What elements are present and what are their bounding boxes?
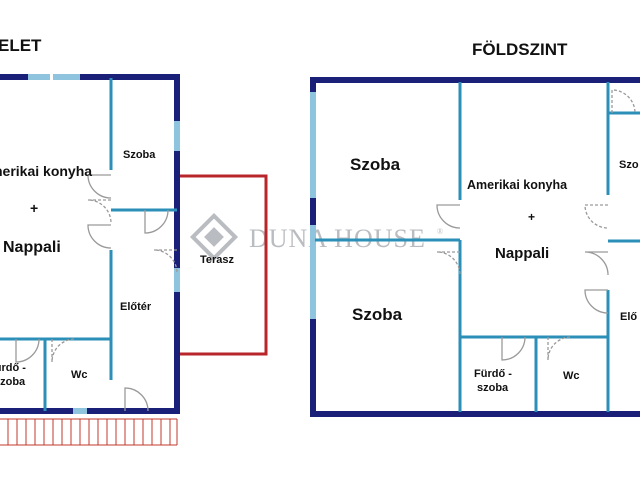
door-swing-icon: [611, 89, 636, 114]
right-floor-plan: Szoba Szoba Amerikai konyha + Nappali Sz…: [310, 77, 640, 417]
room-label-hall-2: Elő: [620, 311, 637, 323]
left-plan-title: ELET: [0, 36, 42, 55]
room-label-bath-1b: szoba: [0, 376, 26, 388]
watermark-registered-mark: ®: [437, 227, 443, 236]
duna-house-watermark: DUNA HOUSE ®: [189, 212, 443, 262]
left-plan-deck-hatching: [0, 418, 178, 446]
diamond-logo-icon: [189, 212, 239, 262]
room-label-room-1: Szoba: [123, 149, 156, 161]
door-swing-icon: [547, 336, 572, 361]
door-swing-icon: [436, 251, 461, 276]
door-swing-icon: [87, 174, 112, 199]
room-label-bath-2b: szoba: [477, 382, 509, 394]
room-label-living-2: Nappali: [495, 245, 549, 262]
room-label-bath-1a: Fürdő -: [0, 362, 26, 374]
room-label-plus-1: +: [30, 200, 38, 216]
room-label-kitchen-2: Amerikai konyha: [467, 178, 568, 192]
room-label-plus-2: +: [528, 210, 535, 224]
room-label-wc-2: Wc: [563, 370, 580, 382]
left-plan-outer-walls: [0, 74, 180, 414]
left-plan-windows: [25, 74, 180, 414]
door-swing-icon: [584, 204, 609, 229]
door-swing-icon: [87, 224, 112, 249]
door-swing-icon: [584, 251, 609, 276]
door-swing-icon: [436, 204, 461, 229]
right-plan-door-swings: [436, 89, 636, 361]
left-plan-door-swings: [15, 174, 178, 412]
room-label-terrace: Terasz: [200, 254, 235, 266]
door-swing-icon: [501, 336, 526, 361]
room-label-room-2a: Szoba: [350, 155, 401, 174]
room-label-living-1: Nappali: [3, 239, 61, 256]
right-plan-windows: [310, 89, 316, 322]
room-label-bath-2a: Fürdő -: [474, 368, 512, 380]
door-swing-icon: [153, 249, 178, 274]
door-swing-icon: [51, 338, 76, 363]
room-label-room-2b: Szoba: [352, 305, 403, 324]
left-plan-interior-walls: [0, 78, 177, 411]
right-plan-interior-walls: [315, 82, 640, 412]
right-plan-title: FÖLDSZINT: [472, 40, 568, 59]
door-swing-icon: [15, 338, 40, 363]
door-swing-icon: [584, 289, 609, 314]
room-label-wc-1: Wc: [71, 369, 88, 381]
door-swing-icon: [144, 209, 169, 234]
door-swing-icon: [124, 387, 149, 412]
left-floor-plan: Amerikai konyha + Nappali Szoba Terasz E…: [0, 74, 268, 446]
door-swing-icon: [87, 199, 112, 224]
room-label-room-2c: Szo: [619, 159, 639, 171]
room-label-hall-1: Előtér: [120, 301, 152, 313]
right-plan-outer-walls: [310, 77, 640, 417]
room-label-kitchen-1: Amerikai konyha: [0, 163, 92, 179]
